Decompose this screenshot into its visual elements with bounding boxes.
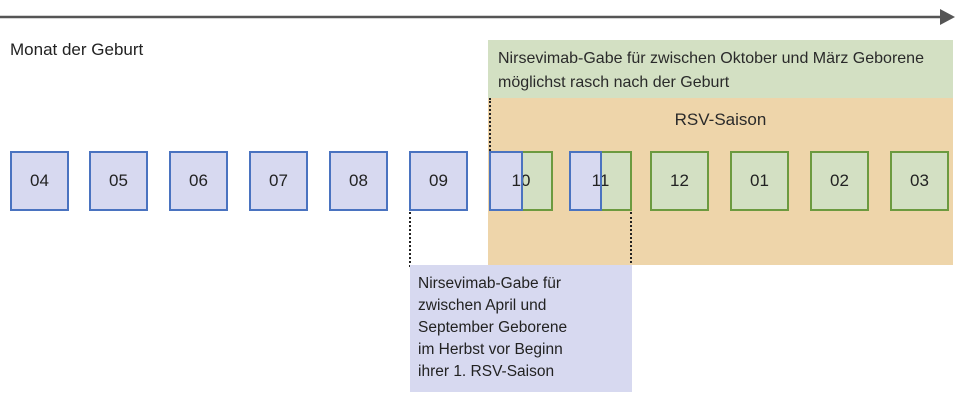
timeline-arrow xyxy=(0,9,955,25)
dotted-line-season-start xyxy=(489,98,491,151)
month-box-08: 08 xyxy=(329,151,388,211)
month-box-09: 09 xyxy=(409,151,468,211)
month-box-01: 01 xyxy=(730,151,789,211)
month-box-10-green-frame xyxy=(521,151,553,211)
dotted-line-blue-left xyxy=(409,212,411,267)
rsv-season-label: RSV-Saison xyxy=(674,110,767,129)
blue-note-line: im Herbst vor Beginn xyxy=(418,341,563,358)
month-box-12: 12 xyxy=(650,151,709,211)
blue-note-text: Nirsevimab-Gabe für zwischen April und S… xyxy=(418,273,623,383)
month-box-05: 05 xyxy=(89,151,148,211)
month-box-07: 07 xyxy=(249,151,308,211)
green-note-box xyxy=(488,40,953,98)
rsv-season-area xyxy=(488,97,953,265)
month-box-02: 02 xyxy=(810,151,869,211)
birth-month-label: Monat der Geburt xyxy=(10,40,144,59)
month-box-03: 03 xyxy=(890,151,949,211)
month-box-11-blue-frame xyxy=(569,151,602,211)
month-box-04: 04 xyxy=(10,151,69,211)
blue-note-line: ihrer 1. RSV-Saison xyxy=(418,363,555,380)
month-box-06: 06 xyxy=(169,151,228,211)
green-note-text: Nirsevimab-Gabe für zwischen Oktober und… xyxy=(498,50,924,91)
month-box-11-green-frame xyxy=(600,151,632,211)
blue-note-line: September Geborene xyxy=(418,319,568,336)
blue-note-box xyxy=(410,265,632,392)
month-box-10-blue-frame xyxy=(489,151,523,211)
dotted-line-blue-right xyxy=(630,212,632,267)
blue-note-line: zwischen April und xyxy=(418,297,547,314)
blue-note-line: Nirsevimab-Gabe für xyxy=(418,275,561,292)
